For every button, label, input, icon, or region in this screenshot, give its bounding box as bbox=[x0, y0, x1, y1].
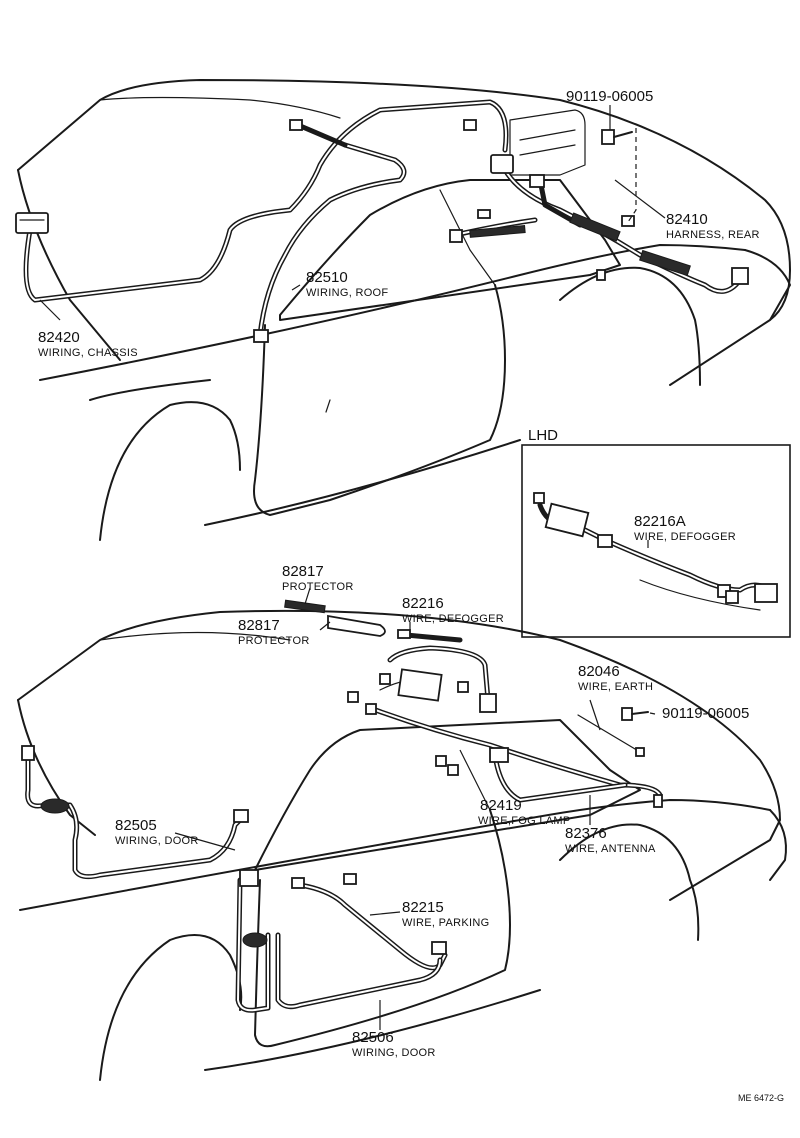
callout-number: 82046 bbox=[578, 663, 620, 680]
upper-leader-lines bbox=[39, 105, 666, 321]
callout-label: WIRE,FOG LAMP bbox=[478, 815, 571, 827]
callout-number: 82215 bbox=[402, 899, 444, 916]
callout-label: HARNESS, REAR bbox=[666, 229, 760, 241]
callout-number: 82505 bbox=[115, 817, 157, 834]
chassis-connector-icon bbox=[15, 212, 49, 234]
callout-number: 90119-06005 bbox=[662, 705, 749, 722]
bolt-icon bbox=[601, 129, 633, 145]
callout-label: PROTECTOR bbox=[282, 581, 354, 593]
callout-number: 82817 bbox=[282, 563, 324, 580]
callout-label: WIRE, DEFOGGER bbox=[402, 613, 504, 625]
callout-number: 82817 bbox=[238, 617, 280, 634]
callout-number: 82506 bbox=[352, 1029, 394, 1046]
upper-car-body bbox=[17, 79, 791, 541]
inset-label: LHD bbox=[528, 427, 558, 444]
callouts: 90119-06005 82410 HARNESS, REAR 82510 WI… bbox=[38, 88, 784, 1103]
callout-number: 90119-06005 bbox=[566, 88, 653, 105]
callout-label: WIRE, DEFOGGER bbox=[634, 531, 736, 543]
callout-label: WIRE, EARTH bbox=[578, 681, 653, 693]
figure-code: ME 6472-G bbox=[738, 1093, 784, 1103]
callout-number: 82216A bbox=[634, 513, 686, 530]
defogger-relay-icon bbox=[397, 668, 443, 702]
callout-number: 82410 bbox=[666, 211, 708, 228]
callout-label: WIRING, ROOF bbox=[306, 287, 388, 299]
callout-label: PROTECTOR bbox=[238, 635, 310, 647]
lhd-inset-frame bbox=[521, 444, 791, 638]
lower-leader-lines bbox=[174, 587, 656, 1030]
lower-harnesses bbox=[25, 599, 663, 1013]
lower-connectors bbox=[21, 629, 663, 955]
bolt-icon bbox=[621, 707, 649, 721]
callout-label: WIRING, DOOR bbox=[115, 835, 199, 847]
callout-label: WIRE, PARKING bbox=[402, 917, 489, 929]
lhd-inset bbox=[521, 444, 791, 638]
callout-number: 82376 bbox=[565, 825, 607, 842]
callout-label: WIRING, CHASSIS bbox=[38, 347, 138, 359]
callout-label: WIRING, DOOR bbox=[352, 1047, 436, 1059]
callout-number: 82216 bbox=[402, 595, 444, 612]
callout-label: WIRE, ANTENNA bbox=[565, 843, 656, 855]
callout-number: 82419 bbox=[480, 797, 522, 814]
callout-number: 82510 bbox=[306, 269, 348, 286]
upper-connectors bbox=[15, 119, 749, 343]
callout-number: 82420 bbox=[38, 329, 80, 346]
upper-harnesses bbox=[23, 99, 743, 338]
